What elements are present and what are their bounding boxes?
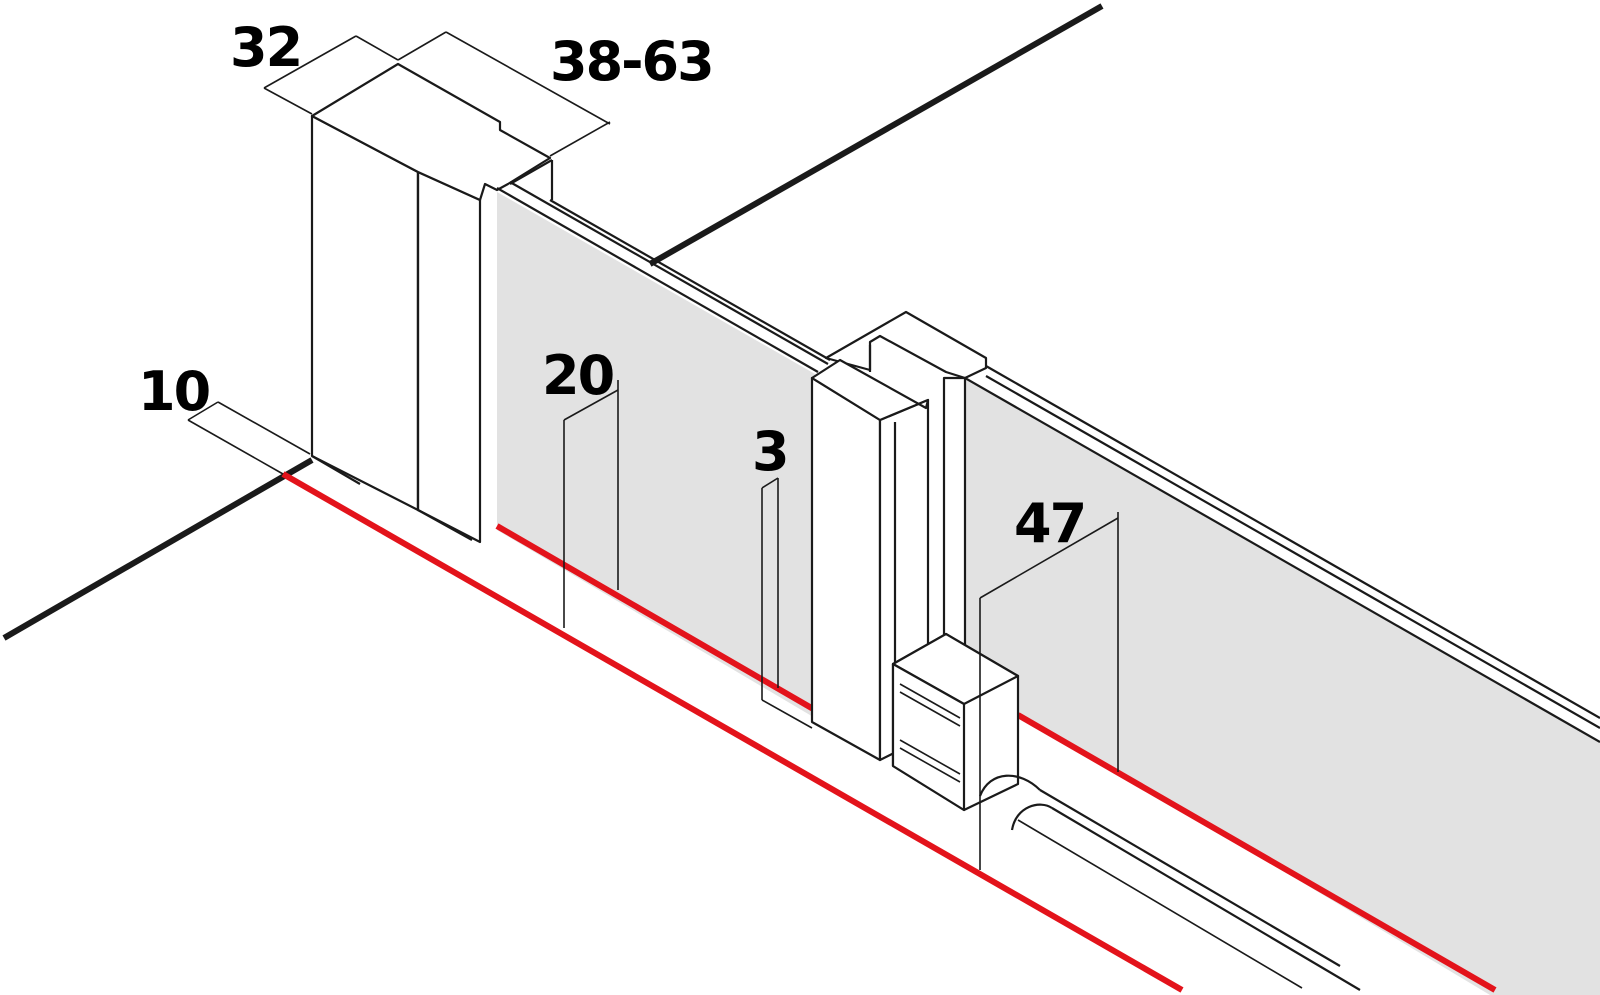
dimension-label-20: 20: [542, 344, 613, 407]
dimension-lines: [187, 31, 1119, 870]
floor-seal: [978, 774, 1361, 991]
dimension-label-38-63: 38-63: [550, 30, 713, 93]
wall-profile: [310, 62, 554, 544]
dimension-label-10: 10: [138, 360, 209, 423]
glass-panel-left: [497, 192, 815, 718]
bottom-guide: [891, 632, 1020, 812]
dimension-label-32: 32: [230, 16, 301, 79]
dimension-label-3: 3: [752, 420, 788, 483]
wall-line-left: [2, 457, 314, 641]
floor-line-front: [281, 471, 1184, 993]
wall-line-back: [648, 3, 1104, 267]
dimension-label-47: 47: [1014, 492, 1085, 555]
glass-top-rail-right: [964, 365, 1600, 743]
glass-top-rail-left: [496, 181, 831, 373]
floor-line-glass-right: [1016, 712, 1497, 993]
glass-panel-right: [965, 378, 1600, 995]
